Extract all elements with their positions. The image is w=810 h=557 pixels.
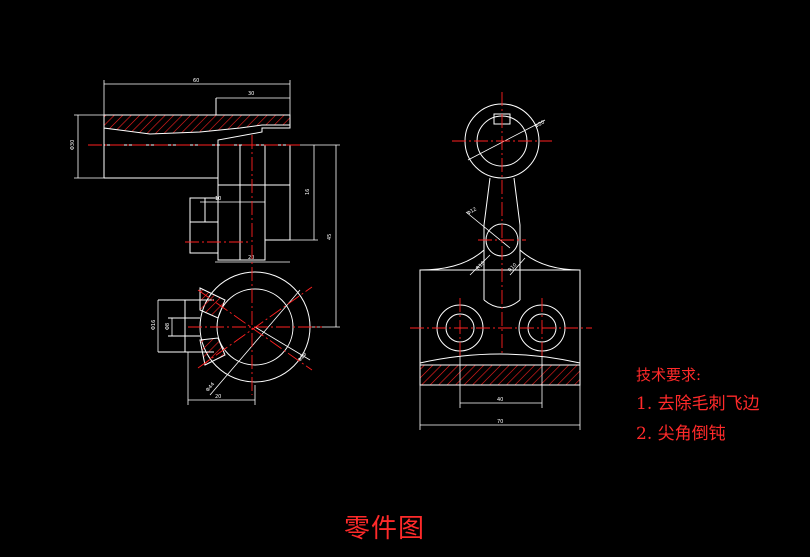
svg-text:Φ20: Φ20 [534,119,546,129]
svg-text:Φ16: Φ16 [151,320,157,330]
svg-text:20: 20 [215,394,221,400]
svg-text:Φ44: Φ44 [205,382,216,394]
technical-requirements-heading: 技术要求: [636,366,702,384]
requirement-item-1: 1. 去除毛刺飞边 [636,394,760,414]
svg-text:R10: R10 [475,260,486,271]
svg-text:Φ12: Φ12 [466,206,478,216]
svg-text:20: 20 [248,255,254,261]
svg-text:Φ28: Φ28 [297,352,308,364]
svg-text:16: 16 [305,189,311,195]
right-view: 40 70 Φ20 Φ12 R10 R10 [419,103,581,430]
requirement-item-2: 2. 尖角倒钝 [636,424,726,444]
svg-text:40: 40 [497,397,503,403]
svg-text:10: 10 [215,196,221,202]
left-view-arm-hatch [103,114,291,135]
left-view: 60 30 Φ30 16 45 10 20 Φ16 Φ8 20 Φ44 Φ28 [70,78,340,405]
svg-text:60: 60 [193,78,199,84]
svg-text:30: 30 [248,91,254,97]
right-view-centerlines [410,92,592,358]
svg-text:Φ8: Φ8 [165,323,171,330]
right-view-dim-values: 40 70 Φ20 Φ12 R10 R10 [466,119,546,425]
svg-text:45: 45 [327,234,333,240]
svg-text:70: 70 [497,419,503,425]
left-view-dimensions [74,80,340,405]
svg-text:R10: R10 [507,262,518,273]
left-view-centerlines [88,135,322,395]
right-view-base-hatch [419,364,581,386]
right-view-dimensions [419,119,581,430]
svg-text:Φ30: Φ30 [70,140,76,150]
drawing-title: 零件图 [344,514,426,544]
left-view-dim-values: 60 30 Φ30 16 45 10 20 Φ16 Φ8 20 Φ44 Φ28 [70,78,333,400]
